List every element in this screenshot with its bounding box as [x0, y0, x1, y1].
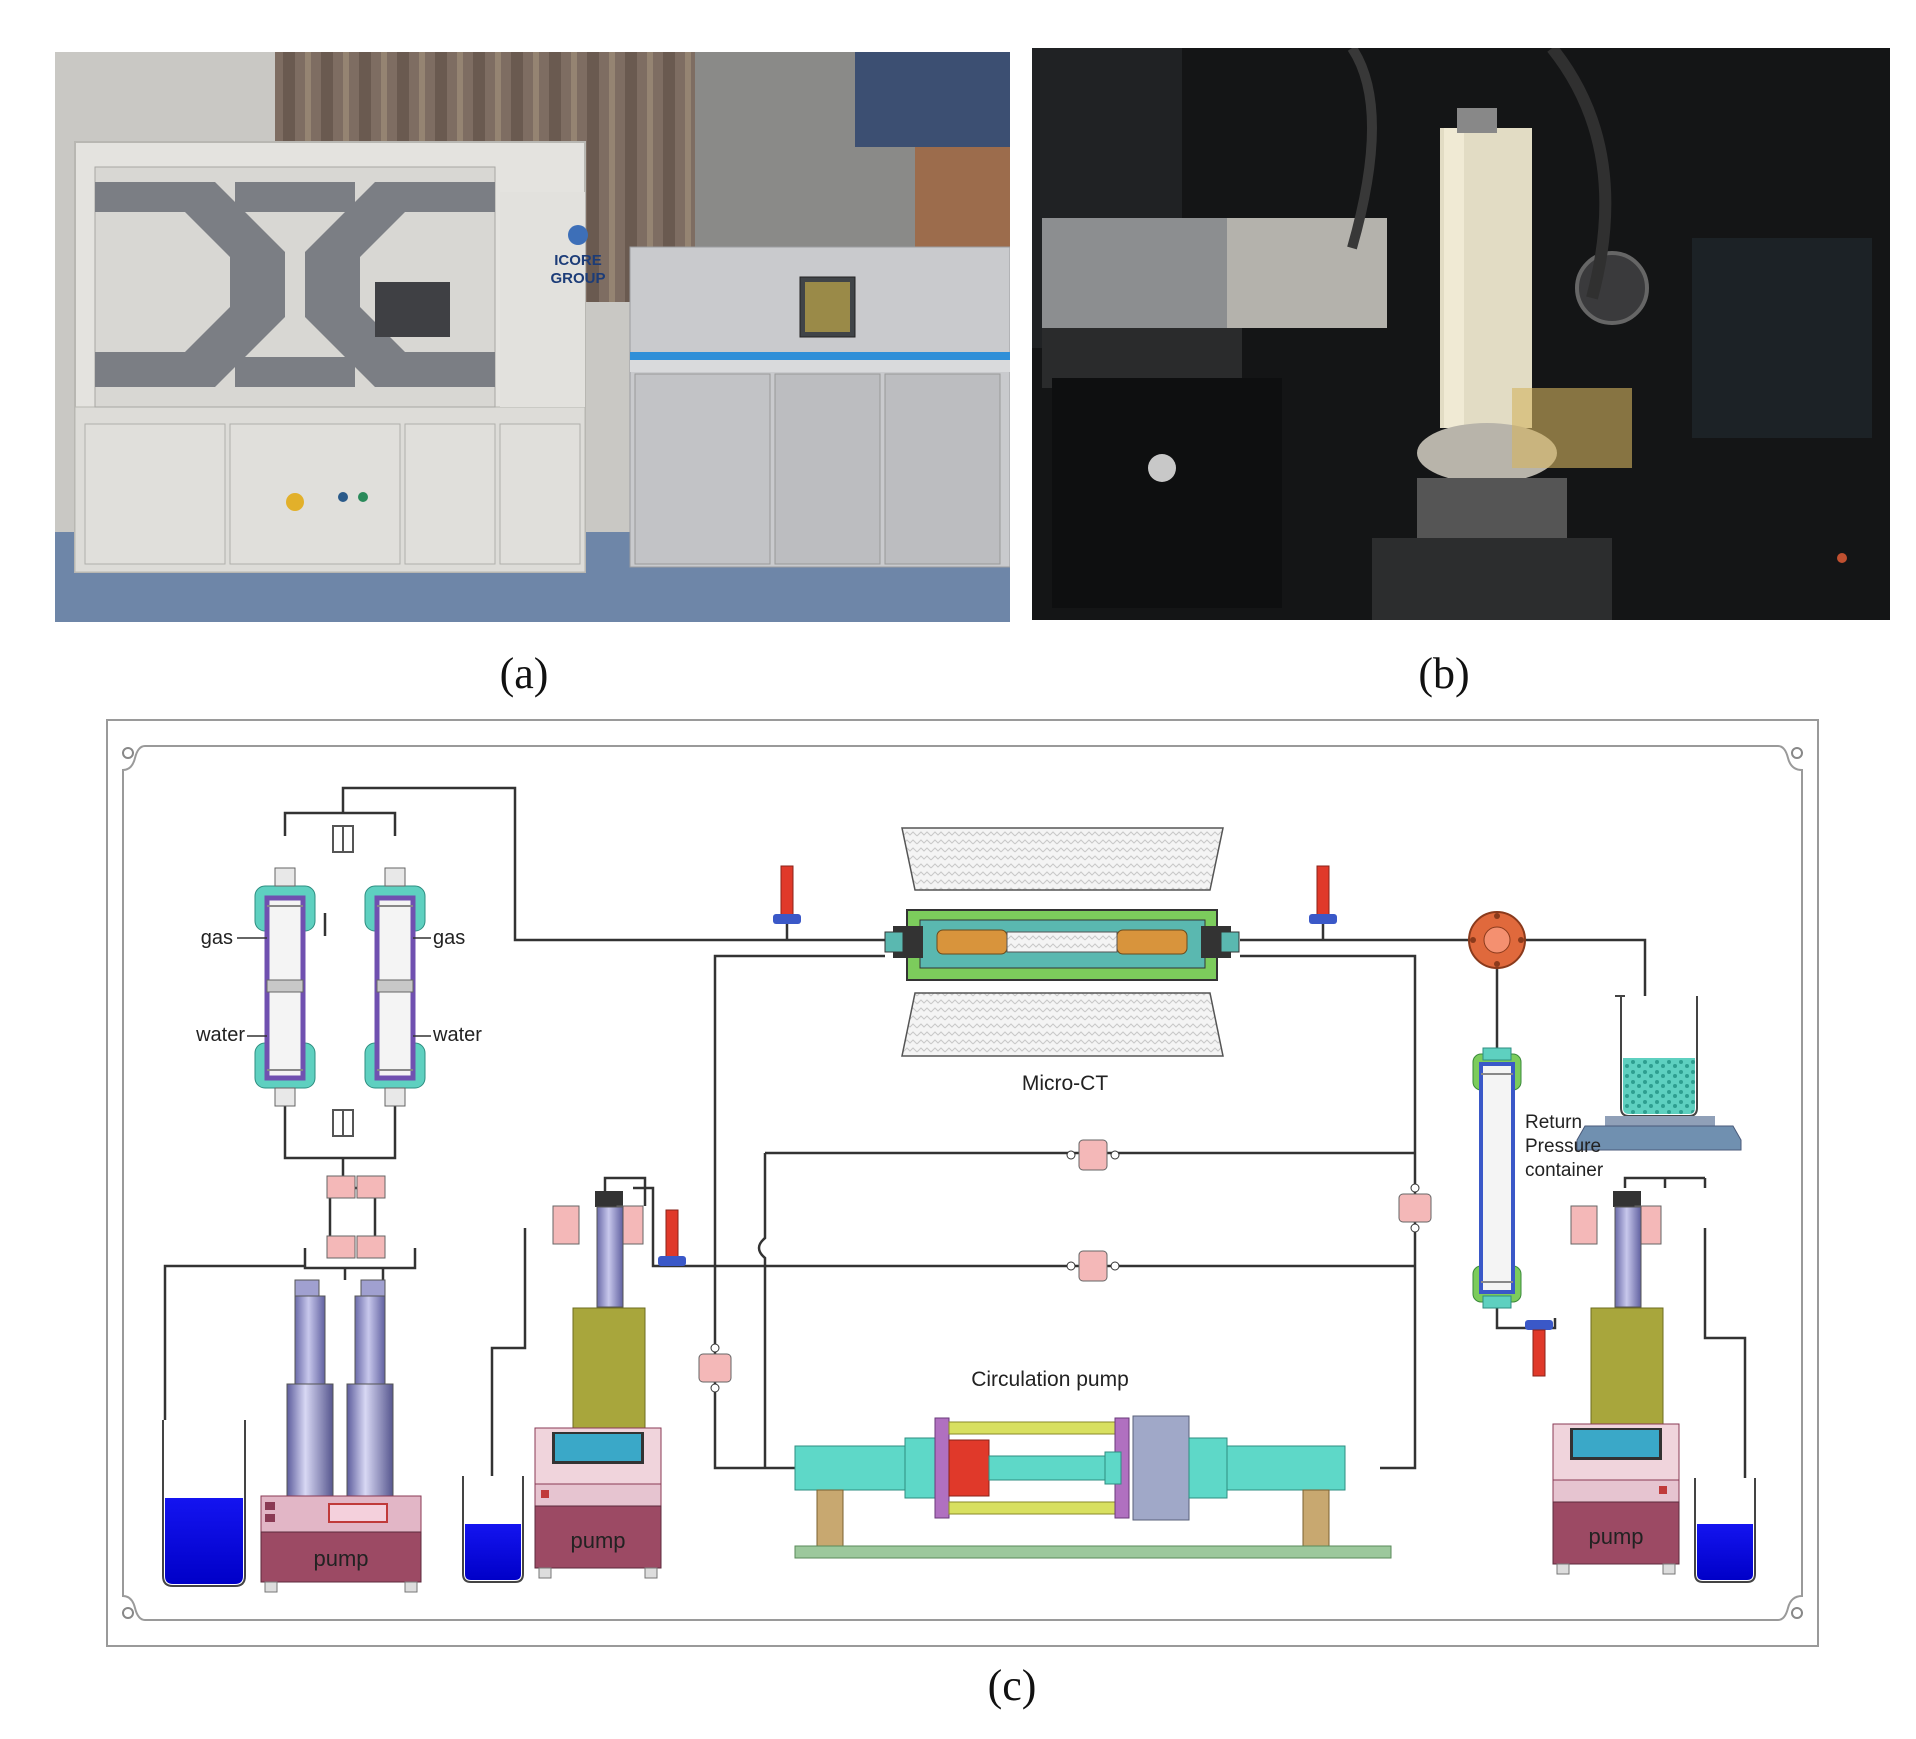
label-micro-ct: Micro-CT [1022, 1072, 1108, 1095]
label-return-line1: Return [1525, 1112, 1582, 1133]
valve-block-left-pump [326, 1175, 386, 1259]
schematic-inner-frame [122, 745, 1803, 1621]
pressure-sensor-left [773, 865, 801, 940]
label-water-right: water [432, 1024, 482, 1046]
label-water-left: water [195, 1024, 245, 1046]
beaker-left [162, 1420, 246, 1587]
diagram-c-flow-schematic: gas gas water water pump [106, 719, 1819, 1647]
gas-water-accumulator-left [254, 867, 316, 1107]
accumulator-valve-bottom [332, 1109, 354, 1137]
pipe-network [163, 786, 1747, 1503]
valve-right-vertical [1398, 1183, 1432, 1233]
logo-text-icore: ICORE [554, 252, 602, 269]
logo-text-group: GROUP [550, 270, 605, 287]
beaker-right [1694, 1478, 1756, 1583]
label-return-line3: container [1525, 1160, 1604, 1181]
pump-right [1552, 1191, 1680, 1575]
pressure-sensor-middle-pump [658, 1209, 686, 1266]
accumulator-valve-top [332, 825, 354, 853]
back-pressure-regulator [1468, 911, 1526, 969]
pump-left [260, 1279, 422, 1593]
beaker-middle [462, 1476, 524, 1583]
caption-a: (a) [499, 649, 549, 698]
valve-bypass-upper [1066, 1139, 1120, 1171]
pump-middle [534, 1191, 662, 1579]
caption-c: (c) [987, 1661, 1037, 1710]
micro-ct-detector-bottom [901, 992, 1224, 1057]
pressure-sensor-bpr [1525, 1320, 1553, 1377]
micro-ct-source-top [901, 827, 1224, 891]
valve-bypass-lower [1066, 1250, 1120, 1282]
gas-water-accumulator-right [364, 867, 426, 1107]
label-pump-right: pump [1588, 1524, 1643, 1549]
photo-b-micro-ct-interior [1032, 48, 1890, 620]
emergency-stop-icon [286, 493, 304, 511]
label-return-line2: Pressure [1525, 1136, 1601, 1157]
label-pump-middle: pump [570, 1528, 625, 1553]
collection-beaker-on-balance [1576, 995, 1742, 1151]
label-pump-left: pump [313, 1546, 368, 1571]
photo-a-instrument: ICORE GROUP [55, 52, 1010, 622]
label-circulation-pump: Circulation pump [971, 1368, 1129, 1391]
core-holder [884, 909, 1240, 981]
caption-b: (b) [1418, 649, 1470, 698]
pressure-sensor-right [1309, 865, 1337, 940]
return-pressure-container [1472, 1047, 1522, 1309]
valve-left-vertical [698, 1343, 732, 1393]
circulation-pump [794, 1415, 1392, 1559]
label-gas-right: gas [433, 927, 465, 949]
icore-logo-icon [568, 225, 588, 245]
label-gas-left: gas [201, 927, 233, 949]
